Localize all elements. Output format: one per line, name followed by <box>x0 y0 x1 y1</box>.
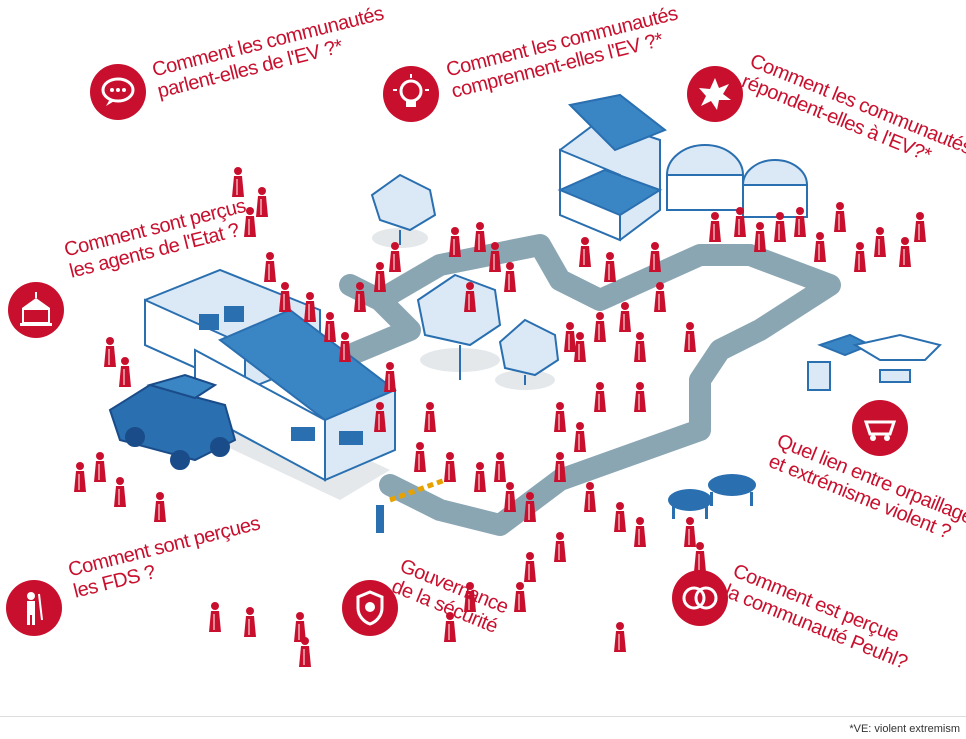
cattle <box>668 474 756 519</box>
person-figure <box>464 282 476 312</box>
person-figure <box>874 227 886 257</box>
person-figure <box>754 222 766 252</box>
person-figure <box>464 582 476 612</box>
person-figure <box>256 187 268 217</box>
person-figure <box>444 452 456 482</box>
person-figure <box>914 212 926 242</box>
person-figure <box>524 552 536 582</box>
person-figure <box>244 207 256 237</box>
person-figure <box>854 242 866 272</box>
person-figure <box>279 282 291 312</box>
person-figure <box>324 312 336 342</box>
person-figure <box>684 517 696 547</box>
person-figure <box>694 542 706 572</box>
person-figure <box>574 422 586 452</box>
person-figure <box>564 322 576 352</box>
armored-vehicle <box>108 373 237 470</box>
person-figure <box>294 612 306 642</box>
person-figure <box>794 207 806 237</box>
speech-bubble-icon <box>90 64 146 120</box>
mine-cart-icon <box>852 400 908 456</box>
person-figure <box>594 382 606 412</box>
person-figure <box>504 482 516 512</box>
person-figure <box>232 167 244 197</box>
person-figure <box>504 262 516 292</box>
person-figure <box>299 637 311 667</box>
road-network <box>339 234 841 536</box>
footnote: *VE: violent extremism <box>849 723 960 735</box>
person-figure <box>119 357 131 387</box>
checkpoint <box>376 477 446 533</box>
person-figure <box>584 482 596 512</box>
person-figure <box>634 332 646 362</box>
person-figure <box>354 282 366 312</box>
person-figure <box>684 322 696 352</box>
person-figure <box>154 492 166 522</box>
person-figure <box>524 492 536 522</box>
person-figure <box>634 517 646 547</box>
person-figure <box>384 362 396 392</box>
mining-equipment <box>807 333 942 391</box>
person-figure <box>814 232 826 262</box>
person-figure <box>614 622 626 652</box>
person-figure <box>114 477 126 507</box>
person-figure <box>514 582 526 612</box>
footer-divider <box>0 716 966 717</box>
person-figure <box>104 337 116 367</box>
person-figure <box>594 312 606 342</box>
person-figure <box>614 502 626 532</box>
soldier-icon <box>6 580 62 636</box>
person-figure <box>264 252 276 282</box>
person-figure <box>604 252 616 282</box>
person-figure <box>494 452 506 482</box>
trees <box>370 173 560 385</box>
person-figure <box>449 227 461 257</box>
person-figure <box>709 212 721 242</box>
person-figure <box>634 382 646 412</box>
person-figure <box>474 222 486 252</box>
person-figure <box>579 237 591 267</box>
person-figure <box>374 402 386 432</box>
person-figure <box>209 602 221 632</box>
person-figure <box>444 612 456 642</box>
person-figure <box>734 207 746 237</box>
overlapping-circles-icon <box>672 570 728 626</box>
person-figure <box>74 462 86 492</box>
person-figure <box>244 607 256 637</box>
crowd <box>74 167 926 667</box>
person-figure <box>339 332 351 362</box>
explosion-icon <box>687 66 743 122</box>
person-figure <box>649 242 661 272</box>
person-figure <box>389 242 401 272</box>
person-figure <box>374 262 386 292</box>
person-figure <box>834 202 846 232</box>
lightbulb-icon <box>383 66 439 122</box>
person-figure <box>489 242 501 272</box>
person-figure <box>654 282 666 312</box>
person-figure <box>414 442 426 472</box>
person-figure <box>899 237 911 267</box>
houses <box>557 93 808 242</box>
person-figure <box>554 452 566 482</box>
shield-icon <box>342 580 398 636</box>
person-figure <box>574 332 586 362</box>
person-figure <box>304 292 316 322</box>
person-figure <box>554 532 566 562</box>
person-figure <box>94 452 106 482</box>
person-figure <box>474 462 486 492</box>
person-figure <box>619 302 631 332</box>
person-figure <box>554 402 566 432</box>
person-figure <box>424 402 436 432</box>
person-figure <box>774 212 786 242</box>
government-building-icon <box>8 282 64 338</box>
